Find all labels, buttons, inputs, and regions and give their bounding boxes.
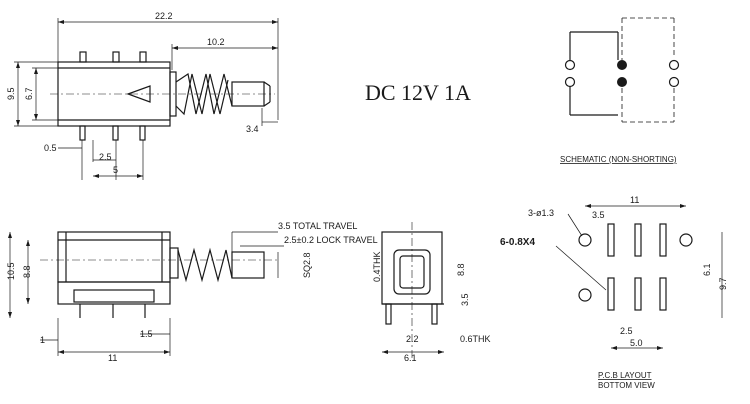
schematic-title: SCHEMATIC (NON-SHORTING)	[560, 155, 677, 164]
dim-pcb-holes: 3-ø1.3	[528, 208, 554, 218]
dim-front-thickness: 0.4THK	[372, 251, 382, 282]
dim-pin-pitch: 2.5	[99, 152, 112, 162]
front-view: 0.4THK 8.8 3.5 2.2 0.6THK 6.1	[372, 222, 491, 363]
dim-front-height: 8.8	[456, 263, 466, 276]
dim-total-travel: 3.5 TOTAL TRAVEL	[278, 221, 357, 231]
dim-pcb-row-gap: 6.1	[702, 263, 712, 276]
dim-inner-height: 6.7	[24, 87, 34, 100]
pcb-layout: 11 3-ø1.3 3.5 6-0.8X4 6.1 9.7 2.5 5.0 P.…	[500, 195, 728, 390]
dim-side-inner: 8.8	[22, 265, 32, 278]
dim-overall-length: 22.2	[155, 11, 173, 21]
dim-pin-offset: 0.5	[44, 143, 57, 153]
dim-front-inner: 3.5	[460, 293, 470, 306]
dim-side-pin-offset: 1	[40, 335, 45, 345]
dim-pin-span: 5	[113, 165, 118, 175]
dim-tip: 3.4	[246, 124, 259, 134]
dim-lock-travel: 2.5±0.2 LOCK TRAVEL	[284, 235, 378, 245]
dim-plunger-length: 10.2	[207, 37, 225, 47]
side-view: 10.5 8.8 3.5 TOTAL TRAVEL 2.5±0.2 LOCK T…	[6, 221, 378, 363]
pcb-title: P.C.B LAYOUT	[598, 371, 652, 380]
dim-pcb-slots: 6-0.8X4	[500, 237, 535, 248]
rating-label: DC 12V 1A	[365, 80, 471, 105]
dim-front-pin-gap: 2.2	[406, 334, 419, 344]
dim-side-height: 10.5	[6, 262, 16, 280]
dim-pcb-hole-offset: 3.5	[592, 210, 605, 220]
pcb-subtitle: BOTTOM VIEW	[598, 381, 655, 390]
top-view: 22.2 10.2 9.5	[6, 11, 279, 180]
dim-pcb-width: 11	[630, 195, 639, 205]
dim-front-width: 6.1	[404, 353, 417, 363]
dim-pcb-pitch: 2.5	[620, 326, 633, 336]
dim-pcb-span: 5.0	[630, 338, 643, 348]
schematic: SCHEMATIC (NON-SHORTING)	[560, 17, 680, 164]
dim-height: 9.5	[6, 87, 16, 100]
dim-side-length: 11	[108, 353, 117, 363]
dim-square: SQ2.8	[302, 252, 312, 278]
dim-front-pin-thk: 0.6THK	[460, 334, 491, 344]
dim-pcb-height: 9.7	[718, 277, 728, 290]
dim-side-pin-spacing: 1.5	[140, 329, 153, 339]
